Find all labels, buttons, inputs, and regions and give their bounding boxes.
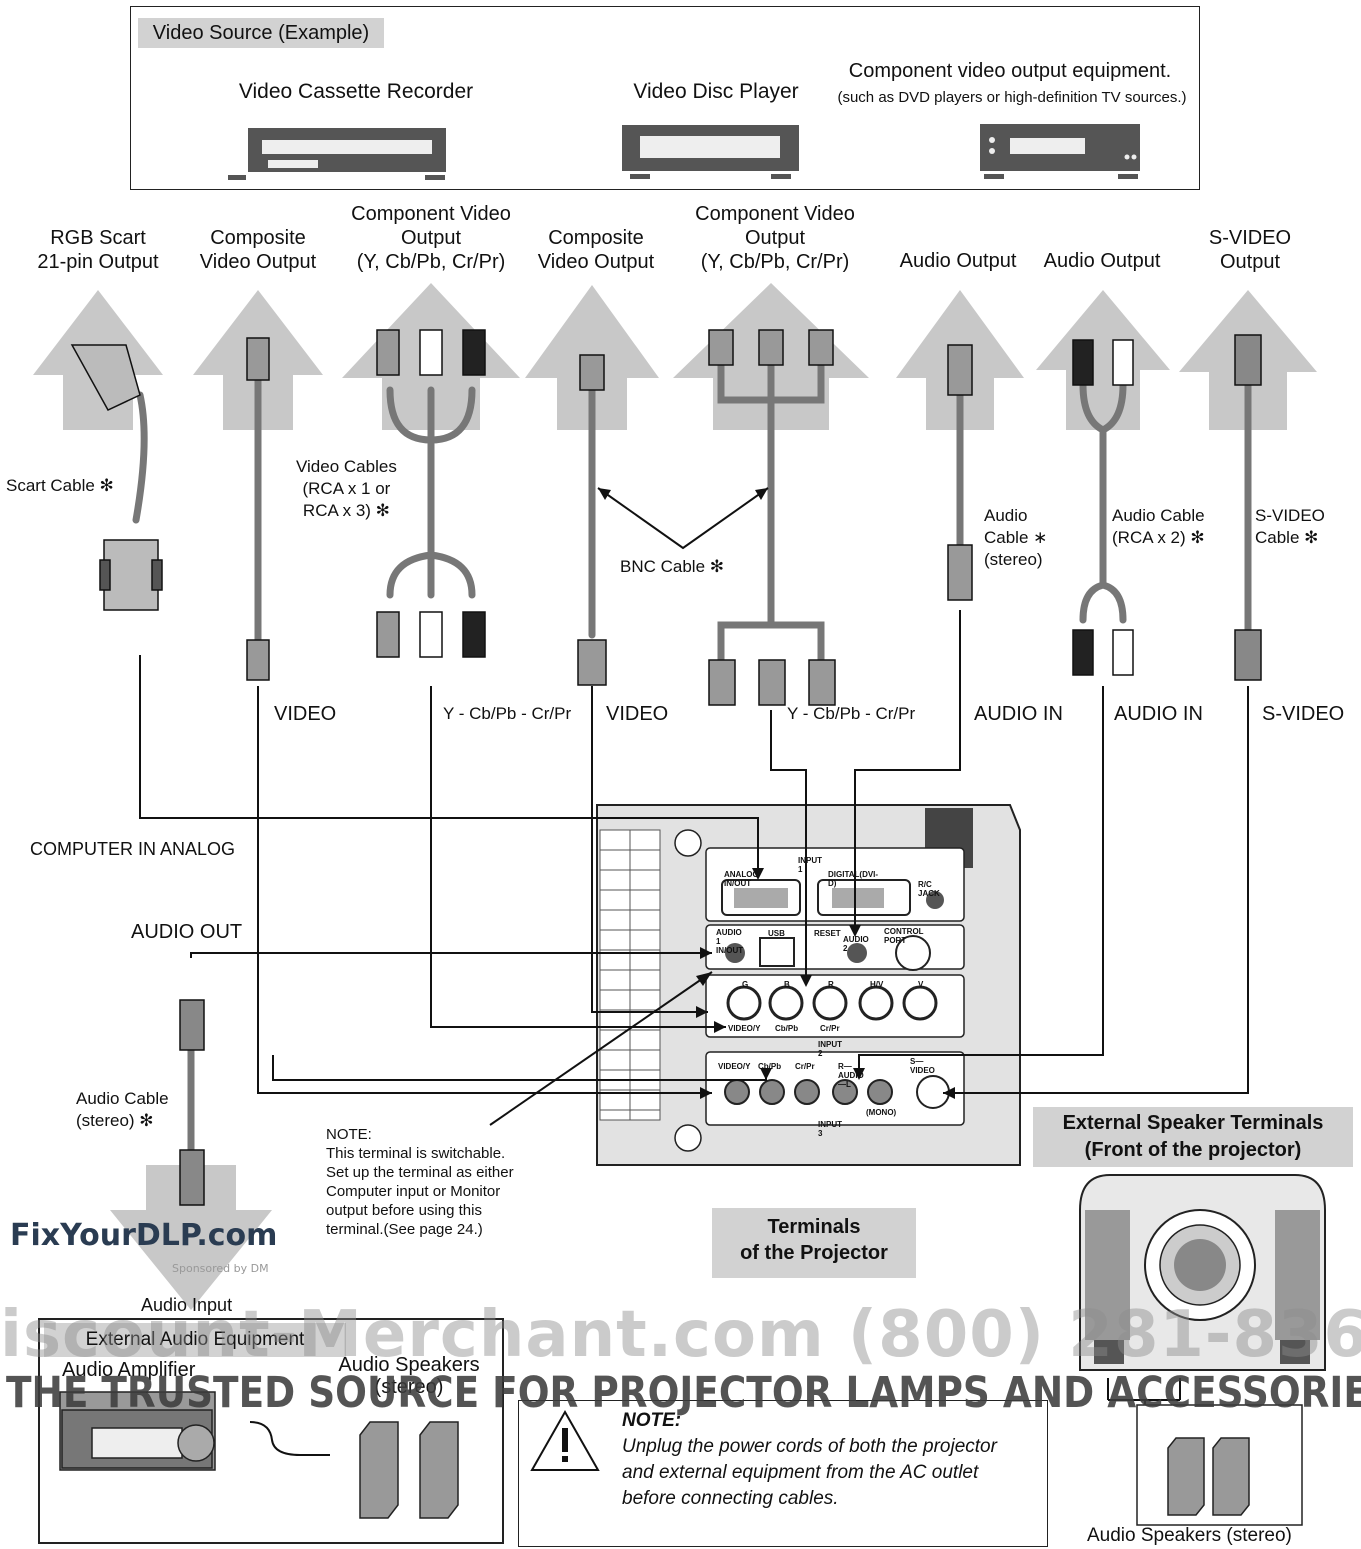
panel-input2: INPUT 2 [818, 1040, 842, 1058]
vcr-label: Video Cassette Recorder [238, 80, 474, 103]
audio-in-label-2: AUDIO IN [1114, 703, 1203, 725]
panel-cbpb: Cb/Pb [775, 1024, 799, 1033]
component-equipment-title: Component video output equipment. [848, 60, 1172, 82]
discount-merchant-watermark: iscount-Merchant.com (800) 281-836 [0, 1298, 1361, 1372]
panel-cbpb3: Cb/Pb [758, 1062, 782, 1071]
ycbcr-input-label-2: Y - Cb/Pb - Cr/Pr [787, 704, 916, 723]
panel-g: G [742, 980, 749, 989]
trusted-source-watermark: THE TRUSTED SOURCE FOR PROJECTOR LAMPS A… [6, 1368, 1361, 1418]
panel-hv: H/V [870, 980, 884, 989]
panel-control-port: CONTROL PORT [884, 927, 924, 945]
panel-input3: INPUT 3 [818, 1120, 842, 1138]
speaker-terminals-label: External Speaker Terminals(Front of the … [1033, 1107, 1353, 1167]
panel-svideo3: S—VIDEO [910, 1057, 935, 1075]
audio-out-cable-label: Audio Cable(stereo) ✻ [76, 1089, 169, 1130]
panel-crpr3: Cr/Pr [795, 1062, 815, 1071]
audio-out-label: AUDIO OUT [131, 921, 243, 943]
panel-video-y: VIDEO/Y [728, 1024, 761, 1033]
svideo-input-label: S-VIDEO [1262, 703, 1345, 725]
panel-v: V [918, 980, 924, 989]
power-note-line-3: before connecting cables. [622, 1488, 839, 1509]
video-input-label-1: VIDEO [274, 703, 337, 725]
panel-reset: RESET [814, 929, 841, 938]
panel-usb: USB [768, 929, 785, 938]
audio-rca-cable-label: Audio Cable(RCA x 2) ✻ [1112, 506, 1205, 547]
switchable-note: NOTE: This terminal is switchable. Set u… [326, 1126, 514, 1238]
power-note-box [518, 1400, 1048, 1547]
power-note-line-2: and external equipment from the AC outle… [622, 1462, 979, 1483]
fixyourdlp-logo: FixYourDLP.com [10, 1218, 278, 1253]
panel-rc-jack: R/C JACK [918, 880, 940, 898]
panel-audio2: AUDIO 2 [843, 935, 869, 953]
computer-in-label: COMPUTER IN ANALOG [30, 839, 236, 859]
external-audio-header: External Audio Equipment [44, 1323, 346, 1357]
panel-video-y3: VIDEO/Y [718, 1062, 751, 1071]
power-note-line-1: Unplug the power cords of both the proje… [622, 1436, 997, 1457]
sponsored-by: Sponsored by DM [172, 1262, 269, 1275]
video-source-panel [130, 6, 1200, 190]
power-note-title: NOTE: [622, 1410, 682, 1431]
panel-mono: (MONO) [866, 1108, 897, 1117]
panel-r-audio-l: R—AUDIO—L [838, 1062, 864, 1089]
component-equipment-sub: (such as DVD players or high-definition … [837, 89, 1187, 106]
power-note-text: NOTE: Unplug the power cords of both the… [622, 1408, 997, 1512]
bottom-speakers-label: Audio Speakers (stereo) [1087, 1525, 1292, 1546]
audio-speakers-label: Audio Speakers(stereo) [338, 1354, 480, 1398]
panel-digital: DIGITAL(DVI-D) [828, 870, 879, 888]
panel-analog: ANALOG IN/OUT [724, 870, 759, 888]
external-audio-panel [38, 1318, 504, 1544]
scart-cable-label: Scart Cable ✻ [6, 476, 114, 495]
ycbcr-input-label-1: Y - Cb/Pb - Cr/Pr [443, 704, 572, 723]
video-input-label-2: VIDEO [606, 703, 669, 725]
audio-output-label-2: Audio Output [1043, 250, 1161, 272]
panel-input1: INPUT 1 [798, 856, 822, 874]
audio-amplifier-label: Audio Amplifier [62, 1359, 196, 1381]
video-source-header: Video Source (Example) [138, 18, 384, 48]
disc-player-label: Video Disc Player [633, 80, 799, 103]
audio-input-label: Audio Input [141, 1295, 233, 1315]
panel-r: R [828, 980, 834, 989]
panel-crpr: Cr/Pr [820, 1024, 840, 1033]
bnc-cable-label: BNC Cable ✻ [620, 557, 725, 576]
audio-output-label-1: Audio Output [899, 250, 1017, 272]
panel-b: B [784, 980, 790, 989]
audio-in-label-1: AUDIO IN [974, 703, 1063, 725]
